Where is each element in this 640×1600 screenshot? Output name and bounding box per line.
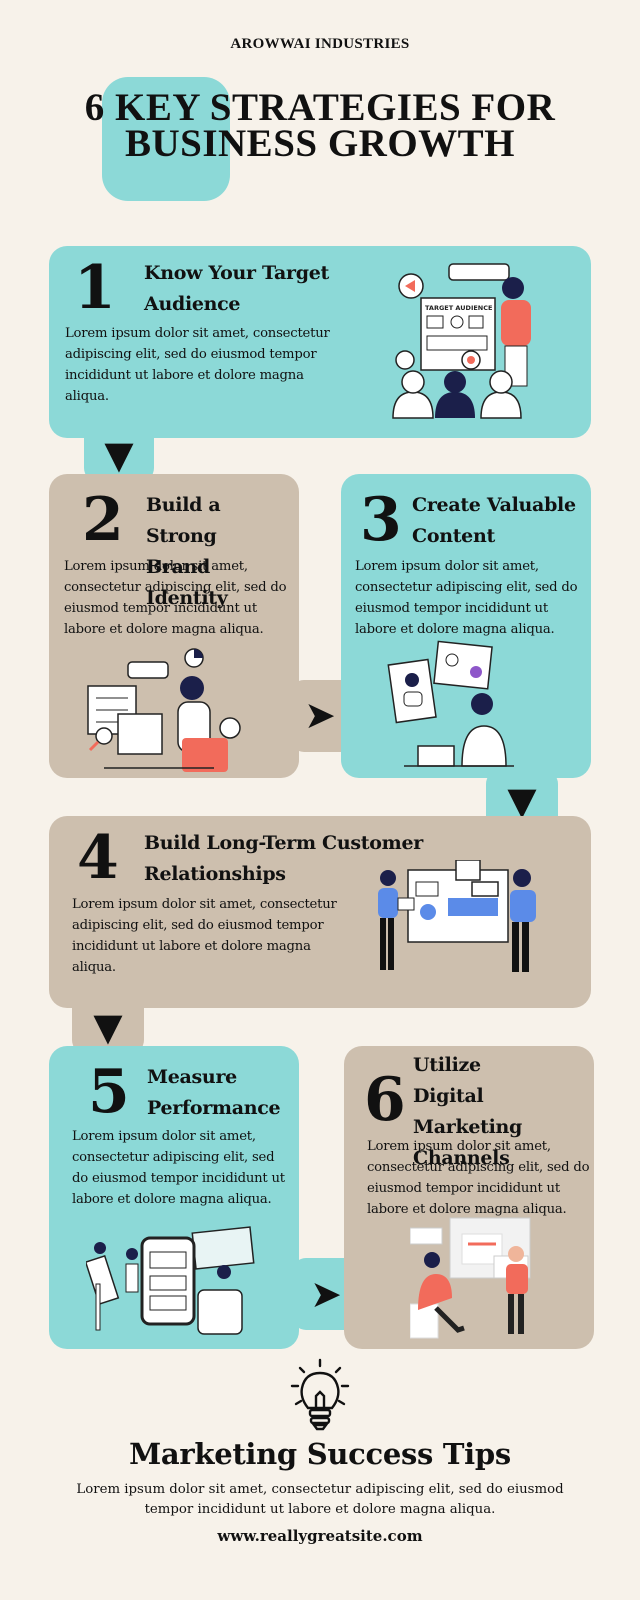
strategy-text-1: Lorem ipsum dolor sit amet, consectetur … — [65, 326, 330, 404]
brand-name: AROWWAI INDUSTRIES — [230, 36, 410, 52]
arrow-down-icon: ▼ — [507, 779, 537, 823]
customer-relationships-illustration — [372, 860, 562, 1000]
strategy-text-3: Lorem ipsum dolor sit amet, consectetur … — [355, 559, 578, 637]
measure-performance-illustration — [86, 1224, 258, 1340]
arrow-down-icon: ▼ — [93, 1005, 123, 1049]
strategy-number-2: 2 — [82, 485, 124, 555]
strategy-number-5: 5 — [88, 1057, 130, 1127]
content-creation-illustration — [384, 640, 524, 770]
lightbulb-icon — [288, 1358, 352, 1432]
arrow-down-icon: ▼ — [104, 433, 134, 477]
strategy-number-1: 1 — [74, 253, 116, 323]
page-title: 6 KEY STRATEGIES FOR BUSINESS GROWTH — [84, 86, 556, 165]
arrow-right-icon: ➤ — [304, 693, 336, 737]
brand-identity-illustration — [84, 644, 244, 774]
tips-text: Lorem ipsum dolor sit amet, consectetur … — [76, 1482, 564, 1517]
strategy-text-4: Lorem ipsum dolor sit amet, consectetur … — [72, 897, 337, 975]
strategy-number-6: 6 — [364, 1065, 406, 1135]
board-label: TARGET AUDIENCE — [425, 304, 492, 312]
digital-marketing-illustration — [410, 1214, 550, 1342]
strategy-text-5: Lorem ipsum dolor sit amet, consectetur … — [72, 1129, 285, 1207]
strategy-card-6 — [344, 1046, 594, 1349]
strategy-text-2: Lorem ipsum dolor sit amet, consectetur … — [64, 559, 287, 637]
strategy-card-3 — [341, 474, 591, 778]
strategy-number-4: 4 — [77, 823, 119, 893]
tips-title: Marketing Success Tips — [129, 1437, 511, 1471]
strategy-text-6: Lorem ipsum dolor sit amet, consectetur … — [367, 1139, 590, 1217]
website-link[interactable]: www.reallygreatsite.com — [217, 1527, 423, 1545]
strategy-number-3: 3 — [360, 485, 402, 555]
title-accent-shape — [102, 77, 230, 201]
target-audience-illustration: TARGET AUDIENCE — [385, 258, 565, 428]
arrow-right-icon: ➤ — [310, 1272, 342, 1316]
